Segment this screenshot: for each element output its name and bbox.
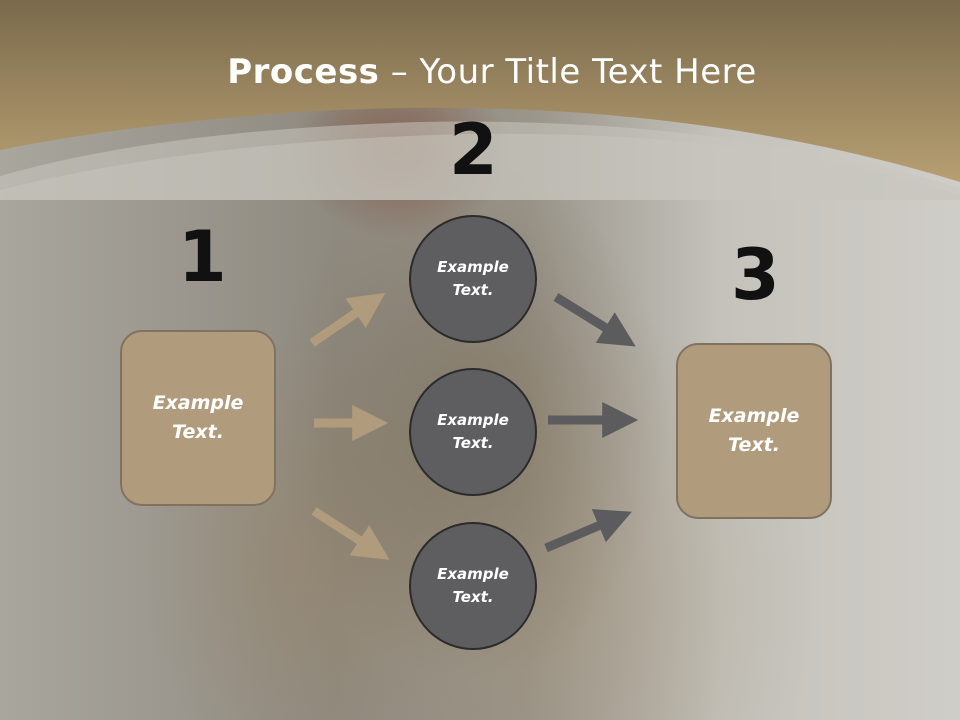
step-3-label: Example Text.: [708, 405, 800, 456]
title-rest: – Your Title Text Here: [379, 52, 757, 92]
header-band: [0, 0, 960, 200]
step-1-box: Example Text.: [120, 330, 276, 506]
step-2-node-1-label: Example Text.: [437, 258, 509, 299]
arrow-1-to-node-1: [309, 292, 386, 347]
arrow-node-1-to-3: [553, 293, 636, 347]
step-number-3: 3: [731, 234, 780, 316]
slide-title: Process – Your Title Text Here: [0, 52, 960, 92]
step-2-node-3-label: Example Text.: [437, 565, 509, 606]
step-1-label: Example Text.: [152, 392, 244, 443]
step-number-2: 2: [449, 109, 498, 191]
step-2-node-3: Example Text.: [409, 522, 537, 650]
title-bold: Process: [227, 52, 380, 92]
arrow-1-to-node-3: [311, 507, 390, 560]
step-2-node-2: Example Text.: [409, 368, 537, 496]
step-2-node-2-label: Example Text.: [437, 411, 509, 452]
arrow-node-3-to-3: [544, 509, 632, 553]
step-2-node-1: Example Text.: [409, 215, 537, 343]
step-number-1: 1: [178, 216, 227, 298]
step-3-box: Example Text.: [676, 343, 832, 519]
